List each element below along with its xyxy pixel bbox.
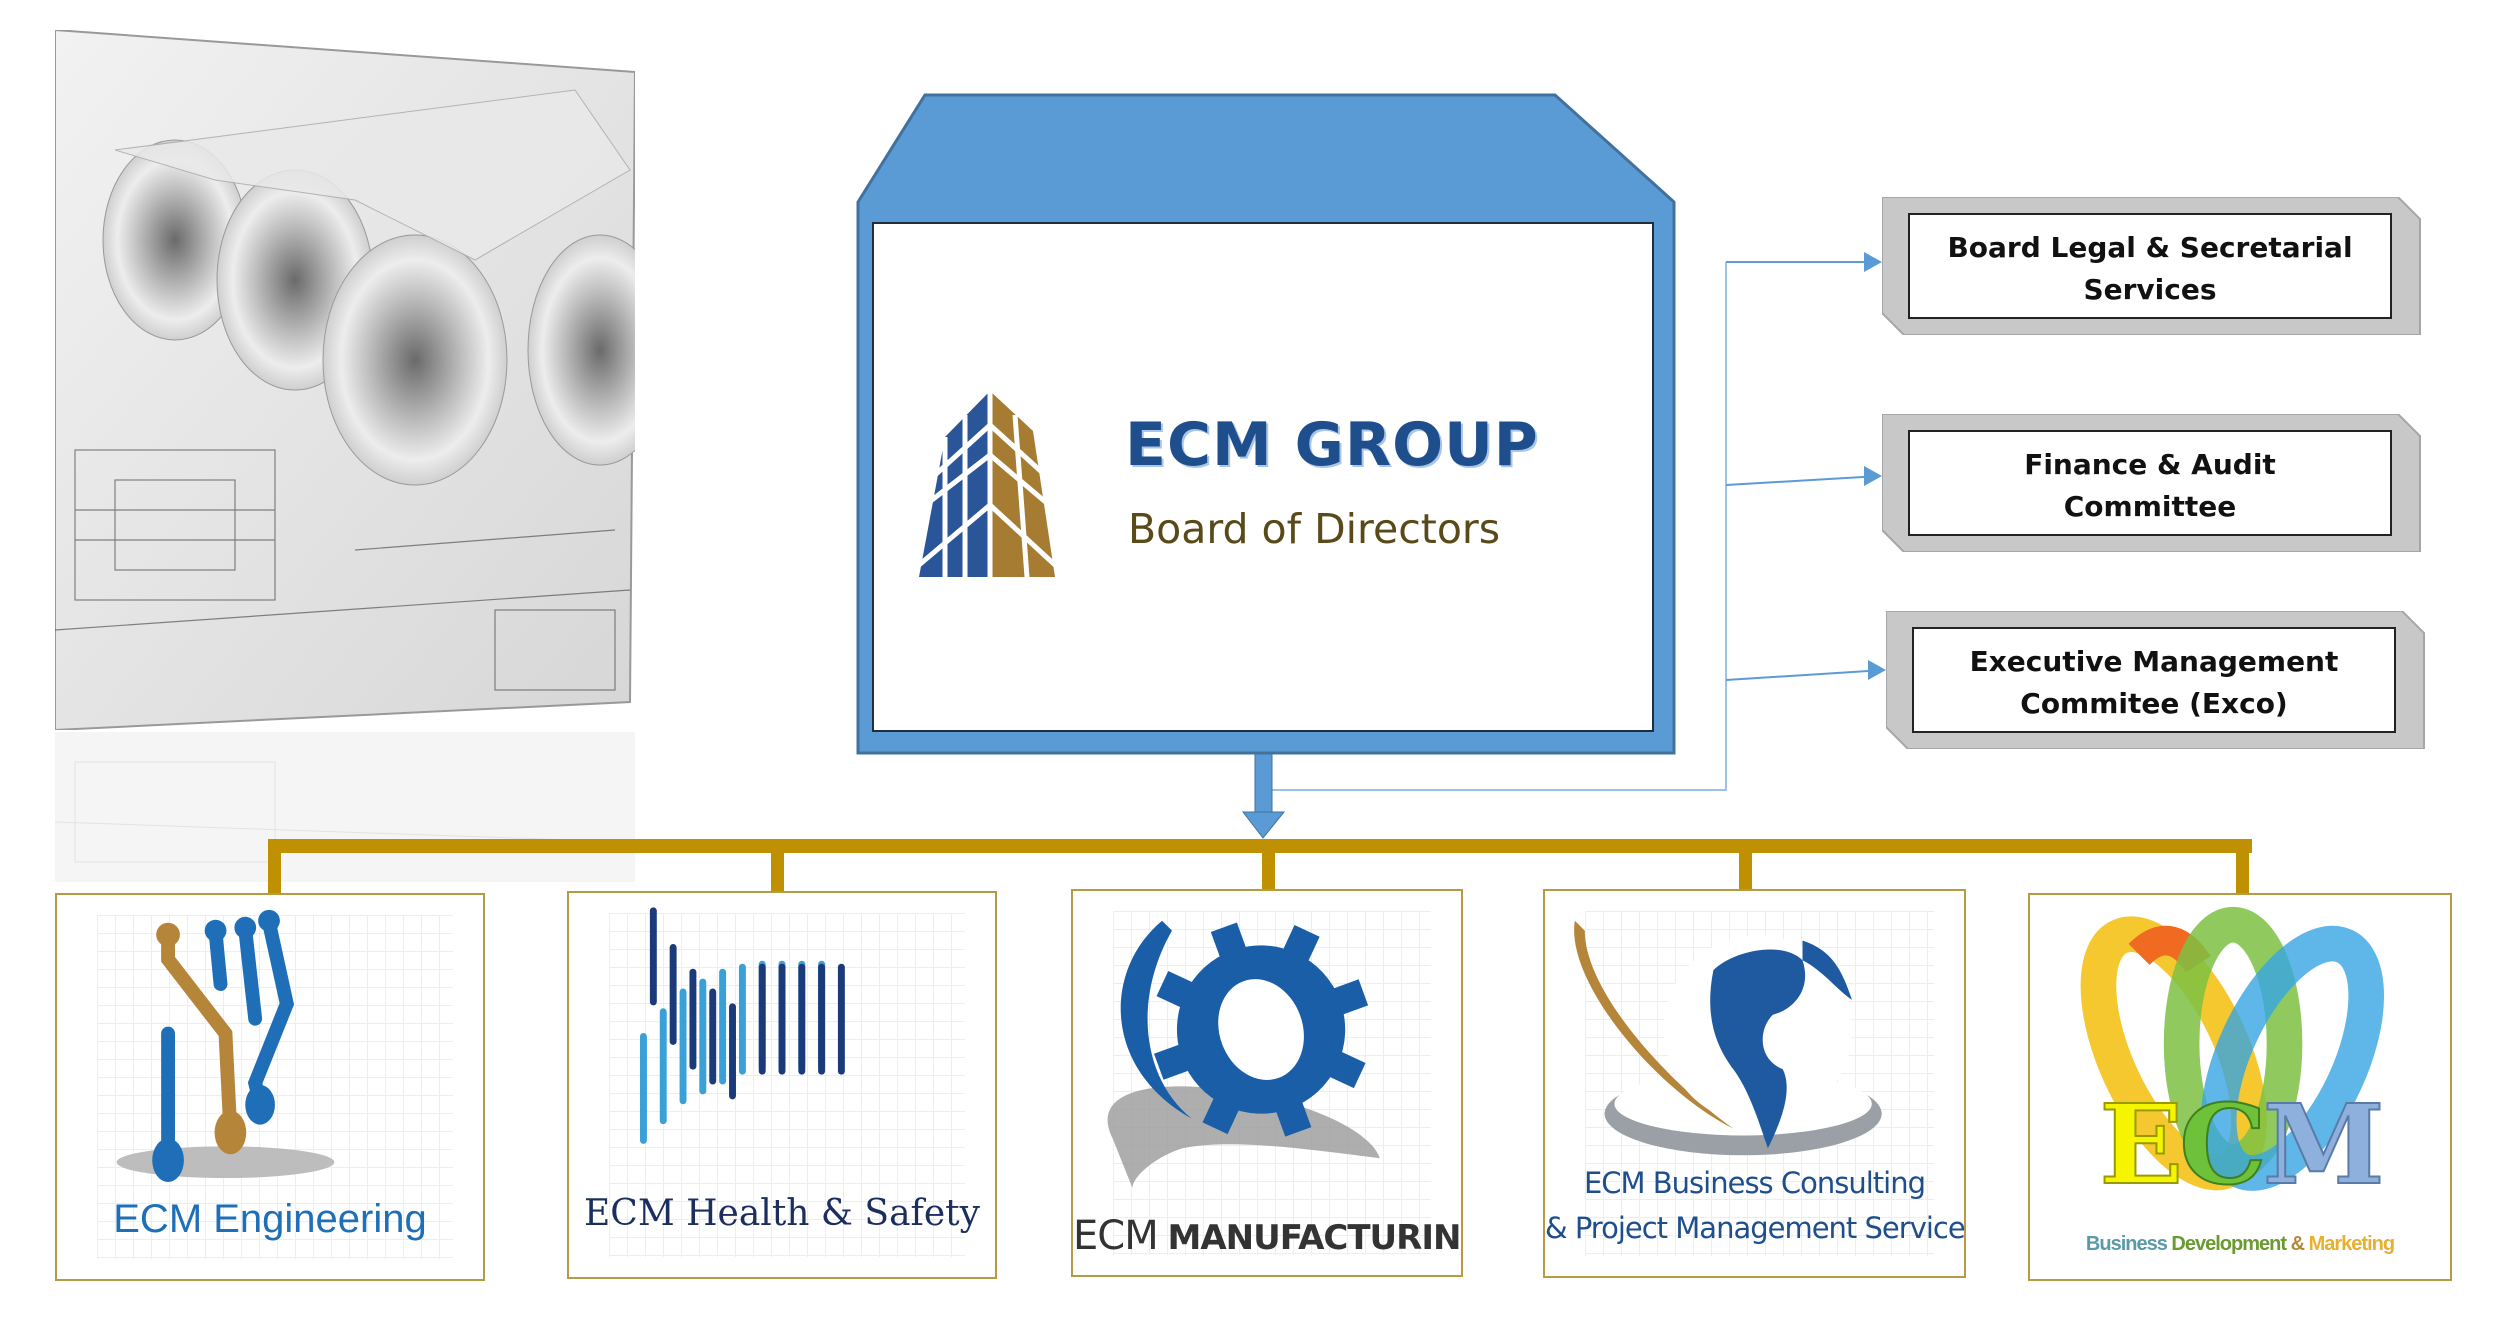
board-title: ECM GROUP — [1125, 410, 1539, 480]
tagline-part: Development — [2171, 1233, 2287, 1255]
subsidiary-manufacturing[interactable]: ECM MANUFACTURING — [1071, 889, 1463, 1277]
subsidiary-business-development-marketing[interactable]: ECM Business Development & Marketing — [2028, 893, 2452, 1281]
subsidiary-label: ECM Health & Safety — [584, 1193, 980, 1234]
building-icon — [917, 385, 1057, 585]
logo-letter-m: M — [2262, 1079, 2386, 1210]
circuit-icon — [116, 909, 335, 1183]
tagline-part: Business — [2085, 1233, 2168, 1255]
tagline-part: Marketing — [2308, 1233, 2395, 1255]
committee-label: Board Legal & Secretarial Services — [1947, 231, 2353, 306]
committee-label: Finance & Audit Committee — [2024, 448, 2276, 523]
ecm-logo-letters: ECM — [2030, 1079, 2450, 1210]
committee-arrowhead-1 — [1864, 252, 1882, 272]
subsidiary-label: ECM Engineering — [113, 1197, 427, 1241]
gear-icon — [1107, 920, 1380, 1188]
subsidiary-label-line2: & Project Management Services — [1545, 1211, 1966, 1245]
label-prefix: ECM — [1073, 1213, 1159, 1259]
tagline: Business Development & Marketing — [2030, 1233, 2450, 1256]
subsidiary-health-safety[interactable]: ECM Health & Safety — [567, 891, 997, 1279]
committee-executive-management[interactable]: Executive Management Commitee (Exco) — [1886, 611, 2426, 749]
committee-arrowhead-3 — [1868, 660, 1886, 680]
blueprint-rolls-image — [55, 30, 635, 730]
bars-icon — [639, 907, 845, 1144]
subsidiary-engineering[interactable]: ECM Engineering — [55, 893, 485, 1281]
subsidiary-business-consulting[interactable]: ECM Business Consulting & Project Manage… — [1543, 889, 1966, 1278]
blueprint-reflection — [55, 732, 635, 882]
board-down-arrow-head — [1241, 811, 1286, 839]
label-main: MANUFACTURING — [1167, 1218, 1463, 1258]
grid-background — [609, 913, 965, 1257]
logo-letter-c: C — [2178, 1079, 2268, 1210]
subsidiary-label: ECM MANUFACTURING — [1073, 1213, 1461, 1259]
subsidiary-label-line1: ECM Business Consulting — [1583, 1166, 1926, 1200]
committee-arrowhead-2 — [1864, 466, 1882, 486]
committee-label: Executive Management Commitee (Exco) — [1969, 645, 2339, 720]
committee-arrow-2 — [1725, 475, 1881, 486]
globe-icon — [1574, 920, 1882, 1156]
board-down-arrow-shaft — [1254, 751, 1273, 815]
tagline-part: & — [2290, 1233, 2305, 1255]
ribbon-icon — [2080, 906, 2385, 1191]
committee-arrow-3 — [1725, 669, 1885, 681]
logo-letter-e: E — [2098, 1079, 2184, 1210]
committee-finance-audit[interactable]: Finance & Audit Committee — [1882, 414, 2422, 552]
committee-legal-secretarial[interactable]: Board Legal & Secretarial Services — [1882, 197, 2422, 335]
board-subtitle: Board of Directors — [1128, 505, 1501, 553]
